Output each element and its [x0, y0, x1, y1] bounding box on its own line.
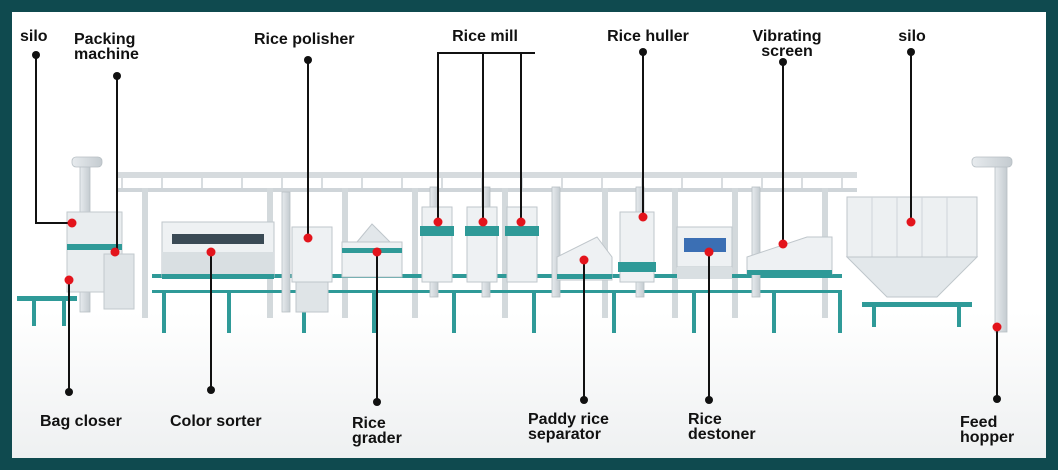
leader-mill-1	[437, 52, 439, 222]
label-silo-left: silo	[20, 28, 48, 45]
label-rice-polisher: Rice polisher	[254, 31, 355, 48]
leader-silo-left	[35, 55, 37, 223]
leader-separator	[583, 260, 585, 400]
left-silo-packing	[17, 211, 135, 326]
leader-huller	[642, 52, 644, 217]
vibrating-screen-machine	[746, 236, 833, 275]
pointer-bag-closer	[64, 275, 74, 285]
rice-huller-machine	[618, 211, 656, 283]
label-rice-mill: Rice mill	[452, 28, 518, 45]
pointer-grader	[372, 247, 382, 257]
label-feed-hopper: Feed hopper	[960, 414, 1015, 446]
diagram-frame: silo Packing machine Rice polisher Rice …	[12, 12, 1046, 458]
destoner-machine	[676, 226, 733, 279]
label-color-sorter: Color sorter	[170, 413, 262, 430]
leader-mill-2	[482, 52, 484, 222]
right-silo	[845, 196, 979, 327]
marker-separator	[580, 396, 588, 404]
leader-mill-3	[520, 52, 522, 222]
pointer-mill-1	[433, 217, 443, 227]
leader-color-sorter	[210, 252, 212, 390]
leader-grader	[376, 252, 378, 402]
leader-destoner	[708, 252, 710, 400]
label-rice-destoner: Rice destoner	[688, 411, 756, 443]
label-rice-grader: Rice grader	[352, 415, 402, 447]
label-packing-machine: Packing machine	[74, 31, 139, 63]
marker-bag-closer	[65, 388, 73, 396]
leader-bag-closer	[68, 280, 70, 392]
pointer-feed-hopper	[992, 322, 1002, 332]
leader-feed-hopper	[996, 327, 998, 399]
label-silo-right: silo	[898, 28, 926, 45]
pointer-huller	[638, 212, 648, 222]
pointer-destoner	[704, 247, 714, 257]
marker-grader	[373, 398, 381, 406]
leader-screen	[782, 62, 784, 244]
leader-silo-right	[910, 52, 912, 222]
leader-mill-bar	[437, 52, 535, 54]
marker-screen	[779, 58, 787, 66]
pointer-packing	[110, 247, 120, 257]
marker-polisher	[304, 56, 312, 64]
marker-silo-left	[32, 51, 40, 59]
label-vibrating-screen: Vibrating screen	[752, 28, 822, 60]
pointer-mill-2	[478, 217, 488, 227]
pointer-screen	[778, 239, 788, 249]
color-sorter-machine	[161, 221, 275, 279]
label-rice-huller: Rice huller	[607, 28, 689, 45]
marker-color-sorter	[207, 386, 215, 394]
label-paddy-rice-separator: Paddy rice separator	[528, 411, 609, 443]
marker-destoner	[705, 396, 713, 404]
pointer-silo-right	[906, 217, 916, 227]
leader-packing	[116, 76, 118, 252]
leader-polisher	[307, 60, 309, 238]
pointer-silo-left	[67, 218, 77, 228]
rice-mill-plant-illustration	[12, 156, 1046, 458]
pointer-mill-3	[516, 217, 526, 227]
pointer-color-sorter	[206, 247, 216, 257]
pointer-polisher	[303, 233, 313, 243]
rice-grader-machine	[341, 223, 403, 278]
marker-feed-hopper	[993, 395, 1001, 403]
marker-silo-right	[907, 48, 915, 56]
marker-huller	[639, 48, 647, 56]
label-bag-closer: Bag closer	[40, 413, 122, 430]
pointer-separator	[579, 255, 589, 265]
marker-packing	[113, 72, 121, 80]
leader-silo-left-h	[35, 222, 73, 224]
